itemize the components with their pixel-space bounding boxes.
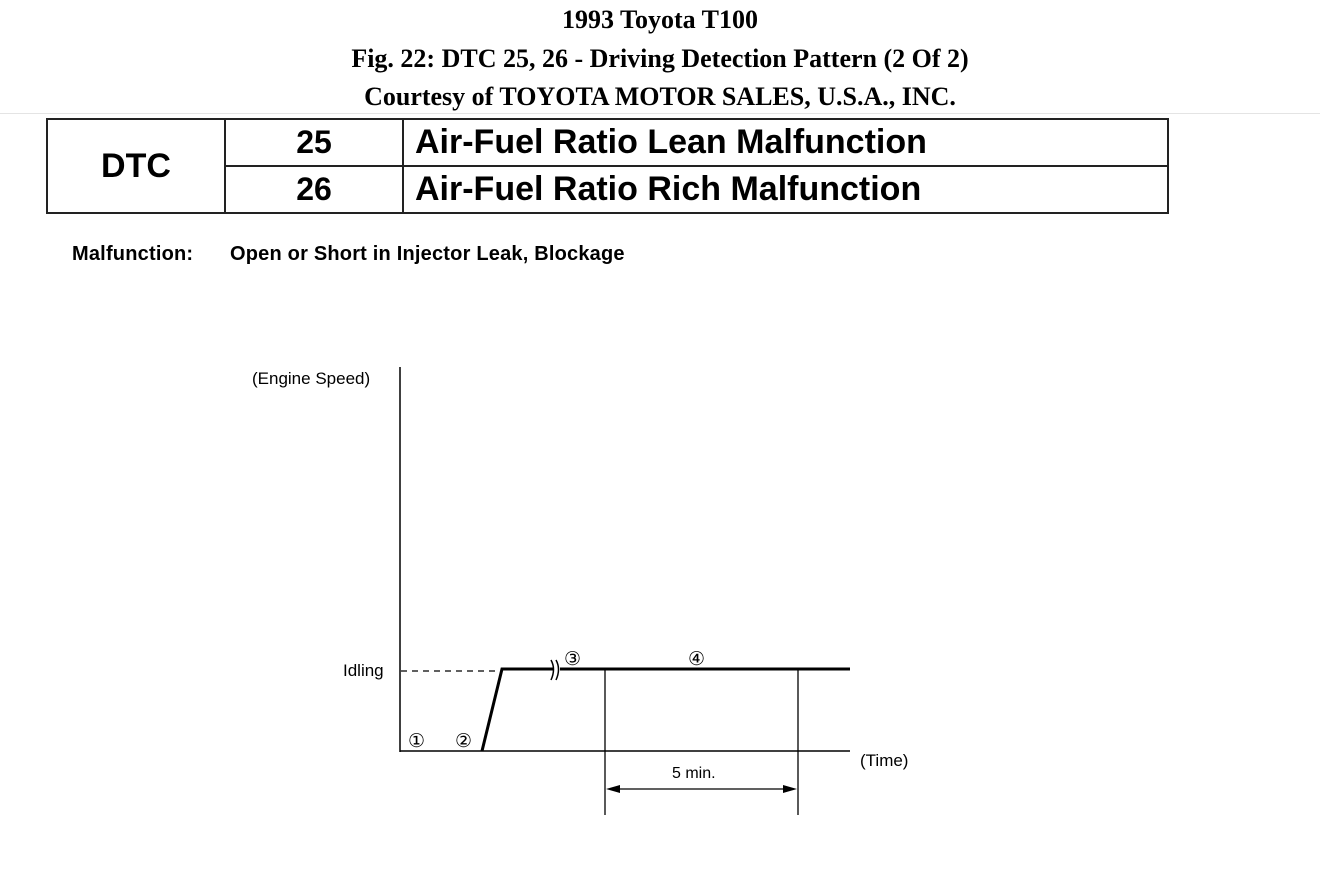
step-3-marker: ③ [564, 649, 581, 670]
courtesy-line: Courtesy of TOYOTA MOTOR SALES, U.S.A., … [364, 82, 956, 111]
table-row: 26 Air-Fuel Ratio Rich Malfunction [47, 165, 1169, 214]
step-4-marker: ④ [688, 649, 705, 670]
x-axis-label: (Time) [860, 751, 908, 770]
break-mark-icon [550, 659, 555, 681]
dtc-description: Air-Fuel Ratio Rich Malfunction [402, 165, 1169, 214]
y-axis-label: (Engine Speed) [252, 369, 370, 388]
duration-label: 5 min. [672, 765, 716, 782]
step-2-marker: ② [455, 731, 472, 752]
step-1-marker: ① [408, 731, 425, 752]
malfunction-label: Malfunction: [72, 243, 194, 265]
dtc-code: 26 [224, 165, 404, 214]
malfunction-line: Malfunction: Open or Short in Injector Le… [72, 243, 625, 266]
table-row: DTC 25 Air-Fuel Ratio Lean Malfunction [46, 118, 1169, 214]
speed-trace-rise [480, 667, 553, 752]
dtc-table: DTC 25 Air-Fuel Ratio Lean Malfunction 2… [46, 118, 1169, 214]
vehicle-title: 1993 Toyota T100 [561, 5, 758, 34]
arrow-left-icon [606, 785, 620, 793]
dtc-code: 25 [224, 118, 404, 167]
malfunction-text: Open or Short in Injector Leak, Blockage [230, 243, 625, 265]
break-mark-icon [555, 659, 560, 681]
dtc-description: Air-Fuel Ratio Lean Malfunction [402, 118, 1169, 167]
figure-title: Fig. 22: DTC 25, 26 - Driving Detection … [351, 44, 969, 73]
header-divider [0, 113, 1320, 114]
idle-label: Idling [343, 661, 384, 680]
figure-header: 1993 Toyota T100 Fig. 22: DTC 25, 26 - D… [0, 0, 1320, 114]
arrow-right-icon [783, 785, 797, 793]
dtc-label: DTC [46, 118, 226, 214]
